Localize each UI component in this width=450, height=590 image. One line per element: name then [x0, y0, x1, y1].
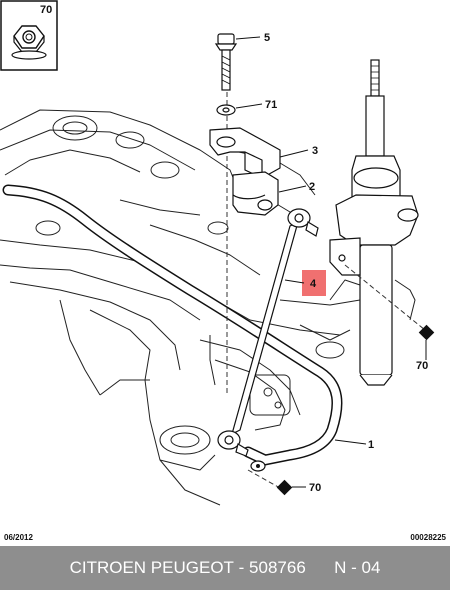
date-stamp: 06/2012: [4, 533, 33, 542]
drawing-code: 00028225: [410, 533, 446, 542]
callout-3: 3: [312, 145, 318, 157]
highlight-box: [302, 270, 326, 296]
footer-bar: CITROEN PEUGEOT - 508766 N - 04: [0, 546, 450, 590]
bush-part-2: [232, 171, 279, 216]
footer-page: N - 04: [334, 558, 381, 577]
bolt-part-5: [214, 33, 238, 91]
leader-lines: [235, 36, 427, 488]
callout-70-right: 70: [416, 360, 428, 372]
callout-2: 2: [309, 181, 315, 193]
callout-1: 1: [368, 439, 374, 451]
flange-nut-icon: [11, 25, 47, 60]
footer-separator: -: [233, 558, 250, 577]
anti-roll-bar: [2, 184, 343, 472]
dashed-axis-lines: [226, 60, 426, 489]
exploded-parts-diagram: 70: [0, 0, 435, 506]
callout-5: 5: [264, 32, 270, 44]
strut-assembly: [329, 59, 419, 386]
inset-nut-box: 70: [0, 0, 58, 71]
washer-part-71: [216, 104, 236, 116]
nut-marker-icon: [276, 324, 435, 496]
footer-brand: CITROEN PEUGEOT: [69, 558, 234, 577]
inset-label: 70: [40, 4, 52, 16]
drop-link-part-4: [217, 208, 319, 457]
footer-gap: [306, 558, 334, 578]
bracket-part-3: [209, 127, 281, 179]
callout-4: 4: [310, 278, 317, 290]
subframe-drawing: [0, 109, 416, 506]
footer-part-number: 508766: [249, 558, 306, 577]
callout-71: 71: [265, 99, 277, 111]
callout-70-bottom: 70: [309, 482, 321, 494]
